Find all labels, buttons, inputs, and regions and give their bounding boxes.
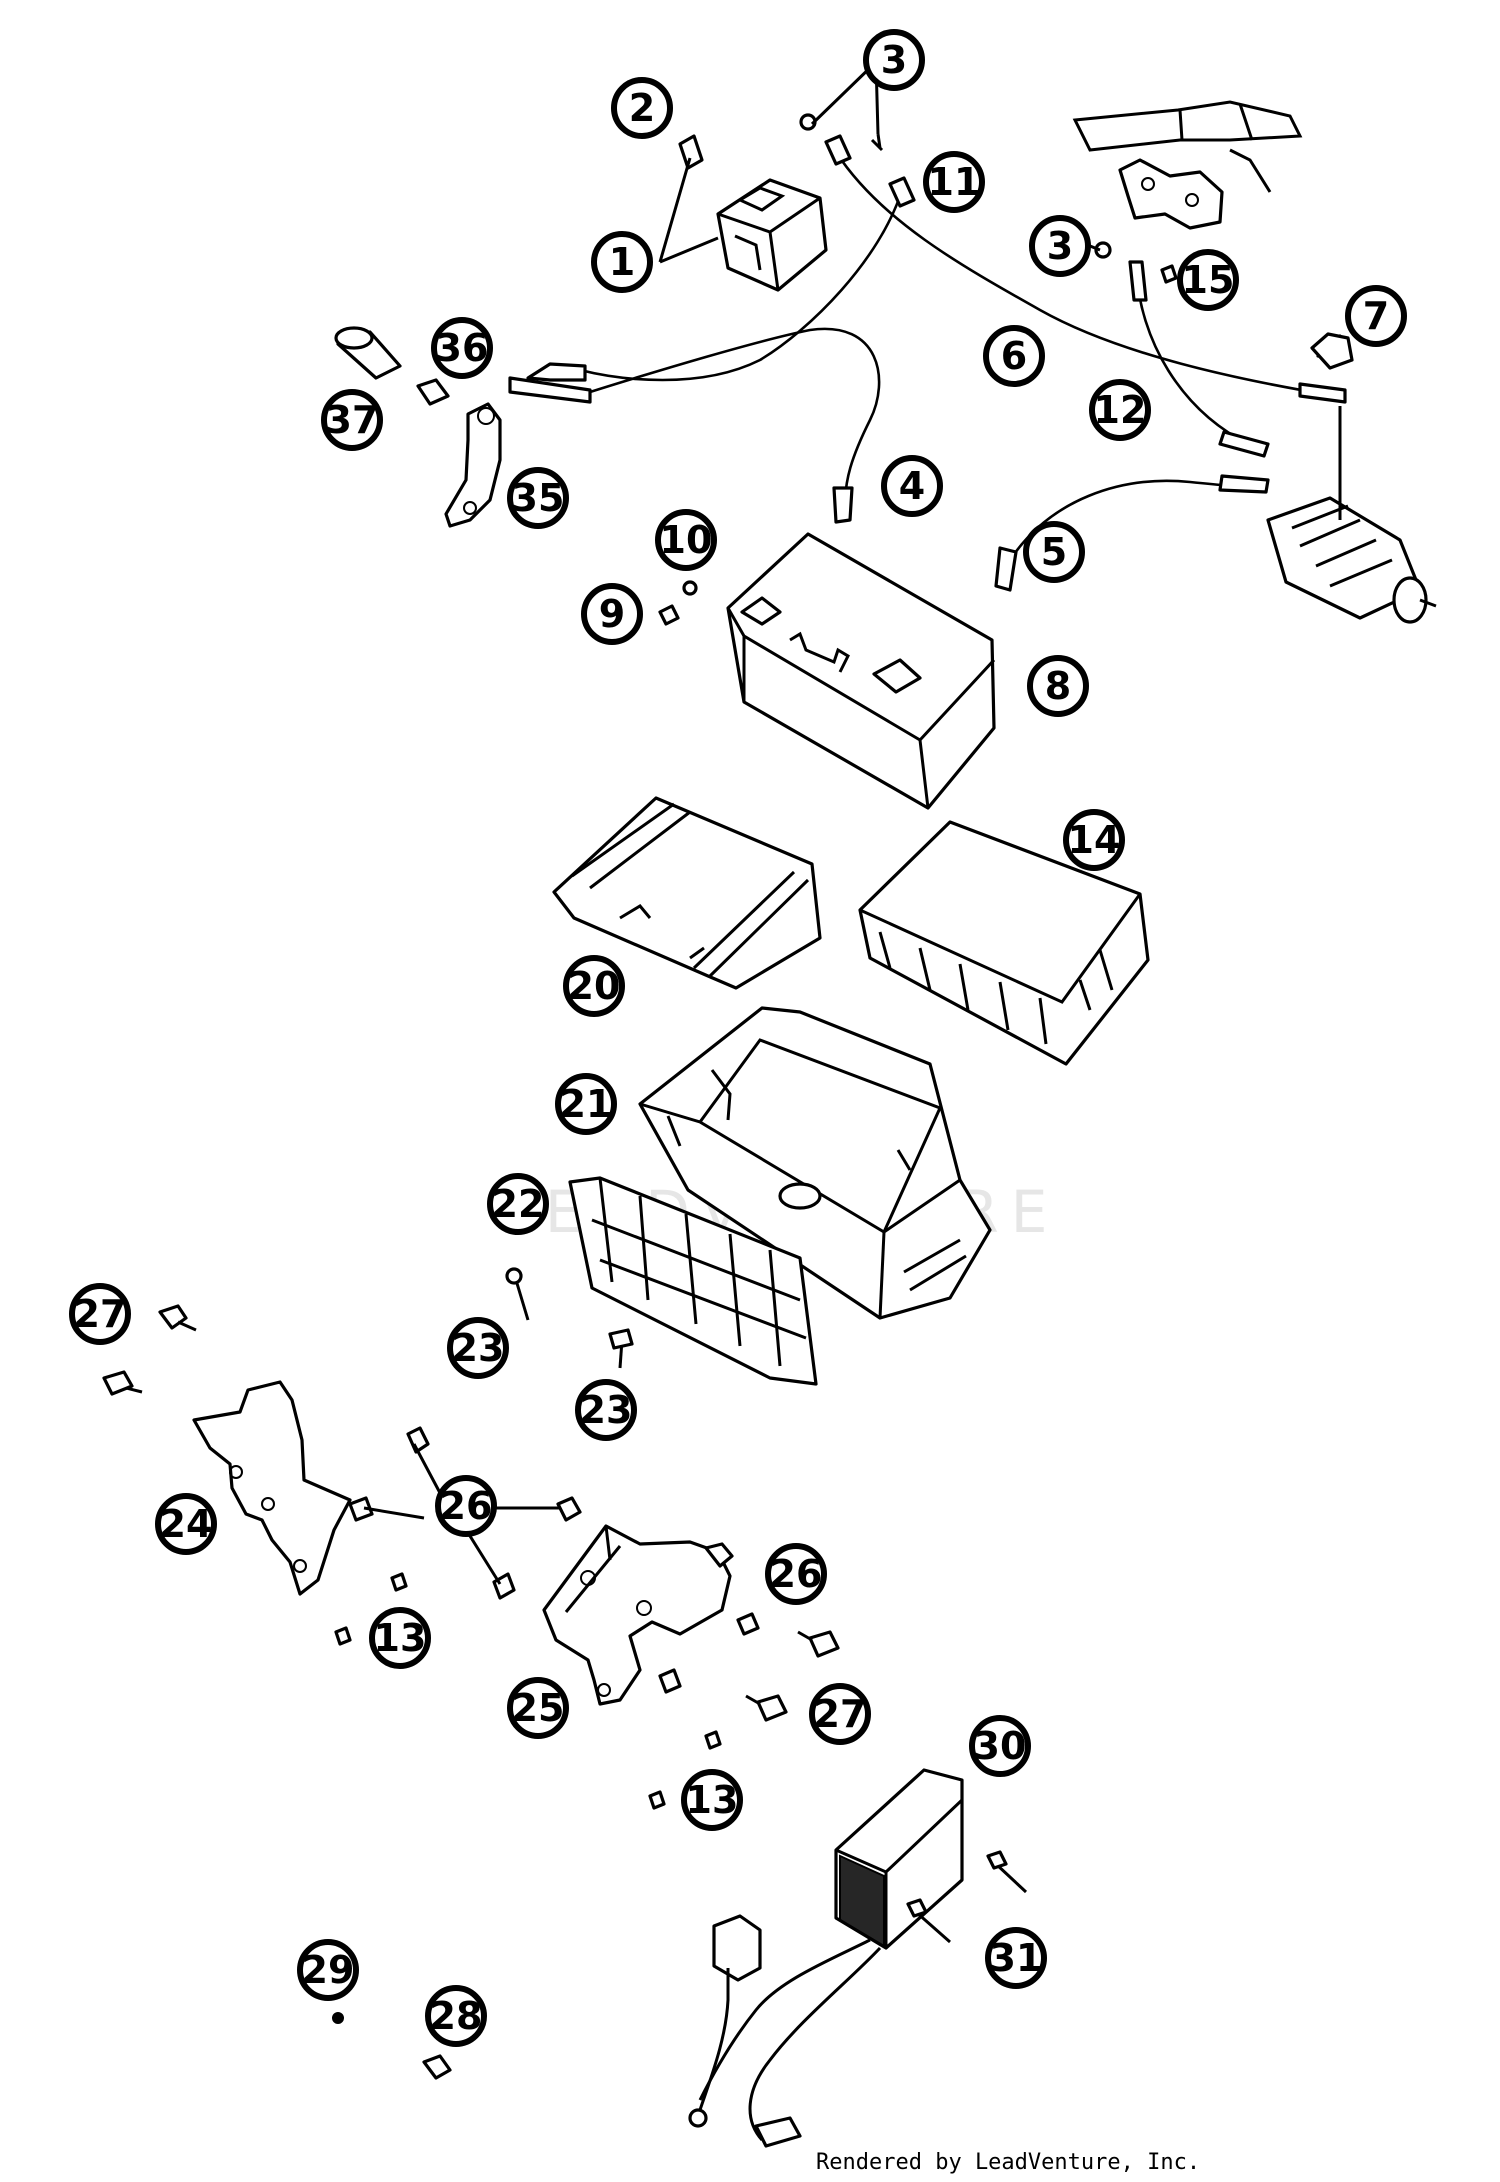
- svg-text:31: 31: [990, 1936, 1043, 1980]
- svg-text:23: 23: [580, 1388, 633, 1432]
- svg-text:23: 23: [452, 1326, 505, 1370]
- svg-text:15: 15: [1182, 258, 1235, 302]
- callout-4: 4: [881, 455, 943, 517]
- starter-motor: [1266, 332, 1437, 624]
- svg-text:35: 35: [512, 476, 565, 520]
- callout-9: 9: [581, 583, 643, 645]
- battery: [726, 532, 996, 810]
- bolts-13: [334, 1572, 722, 1810]
- callout-3: 3: [1029, 215, 1091, 277]
- svg-text:4: 4: [899, 464, 925, 508]
- callout-13: 13: [369, 1607, 431, 1669]
- bolts-31: [906, 1850, 1028, 1944]
- bolts-9-10: [658, 580, 698, 626]
- svg-text:25: 25: [512, 1686, 565, 1730]
- battery-case: [638, 1006, 992, 1320]
- callout-20: 20: [563, 955, 625, 1017]
- svg-text:6: 6: [1001, 334, 1027, 378]
- callout-23: 23: [447, 1317, 509, 1379]
- callout-22: 22: [487, 1173, 549, 1235]
- svg-text:5: 5: [1041, 530, 1067, 574]
- svg-text:3: 3: [1047, 224, 1073, 268]
- svg-text:21: 21: [560, 1082, 613, 1126]
- callout-5: 5: [1023, 521, 1085, 583]
- svg-text:27: 27: [74, 1292, 127, 1336]
- bolts-23: [505, 1267, 634, 1369]
- frame-bracket: [1072, 100, 1303, 230]
- svg-text:28: 28: [430, 1994, 483, 2038]
- callout-10: 10: [655, 509, 717, 571]
- bolts-27-left: [102, 1304, 197, 1396]
- callout-28: 28: [425, 1985, 487, 2047]
- svg-text:8: 8: [1045, 664, 1071, 708]
- svg-text:3: 3: [881, 38, 907, 82]
- svg-text:13: 13: [686, 1778, 739, 1822]
- svg-text:26: 26: [770, 1552, 823, 1596]
- mount-plate: [568, 1176, 818, 1386]
- svg-text:9: 9: [599, 592, 625, 636]
- callout-26: 26: [435, 1475, 497, 1537]
- regulator-rectifier: [688, 1768, 964, 2148]
- callout-11: 11: [923, 151, 985, 213]
- callout-13: 13: [681, 1769, 743, 1831]
- callout-24: 24: [155, 1493, 217, 1555]
- callout-25: 25: [507, 1677, 569, 1739]
- callout-12: 12: [1089, 379, 1151, 441]
- callout-1: 1: [591, 231, 653, 293]
- svg-text:37: 37: [326, 398, 379, 442]
- callout-7: 7: [1345, 285, 1407, 347]
- svg-text:1: 1: [609, 240, 635, 284]
- svg-text:20: 20: [568, 964, 621, 1008]
- callout-35: 35: [507, 467, 569, 529]
- callout-27: 27: [69, 1283, 131, 1345]
- callout-26: 26: [765, 1543, 827, 1605]
- callout-14: 14: [1063, 809, 1125, 871]
- callout-29: 29: [297, 1939, 359, 2001]
- callout-31: 31: [985, 1927, 1047, 1989]
- callout-3: 3: [863, 29, 925, 91]
- battery-cables: [508, 134, 1352, 592]
- clamp-15: [1160, 264, 1178, 284]
- svg-text:7: 7: [1363, 294, 1389, 338]
- svg-text:2: 2: [629, 86, 655, 130]
- callout-30: 30: [969, 1715, 1031, 1777]
- svg-text:11: 11: [928, 160, 981, 204]
- svg-text:12: 12: [1094, 388, 1147, 432]
- svg-text:22: 22: [492, 1182, 545, 1226]
- callout-6: 6: [983, 325, 1045, 387]
- render-credit: Rendered by LeadVenture, Inc.: [816, 2150, 1201, 2175]
- battery-tray: [858, 820, 1150, 1066]
- svg-text:30: 30: [974, 1724, 1027, 1768]
- callout-8: 8: [1027, 655, 1089, 717]
- callout-27: 27: [809, 1683, 871, 1745]
- callout-21: 21: [555, 1073, 617, 1135]
- svg-text:13: 13: [374, 1616, 427, 1660]
- bracket-25: [542, 1524, 734, 1706]
- bracket-24: [192, 1380, 352, 1596]
- svg-text:24: 24: [160, 1502, 213, 1546]
- bracket-35-assembly: [334, 326, 502, 528]
- svg-text:36: 36: [436, 326, 489, 370]
- callout-36: 36: [431, 317, 493, 379]
- callout-15: 15: [1177, 249, 1239, 311]
- svg-text:14: 14: [1068, 818, 1121, 862]
- callout-37: 37: [321, 389, 383, 451]
- battery-cover: [552, 796, 822, 990]
- callout-2: 2: [611, 77, 673, 139]
- bolts-27-right: [745, 1630, 840, 1722]
- starter-relay: [678, 134, 828, 292]
- parts-28-29: [332, 2012, 452, 2080]
- callout-23: 23: [575, 1379, 637, 1441]
- svg-text:10: 10: [660, 518, 713, 562]
- svg-text:26: 26: [440, 1484, 493, 1528]
- svg-text:29: 29: [302, 1948, 355, 1992]
- svg-text:27: 27: [814, 1692, 867, 1736]
